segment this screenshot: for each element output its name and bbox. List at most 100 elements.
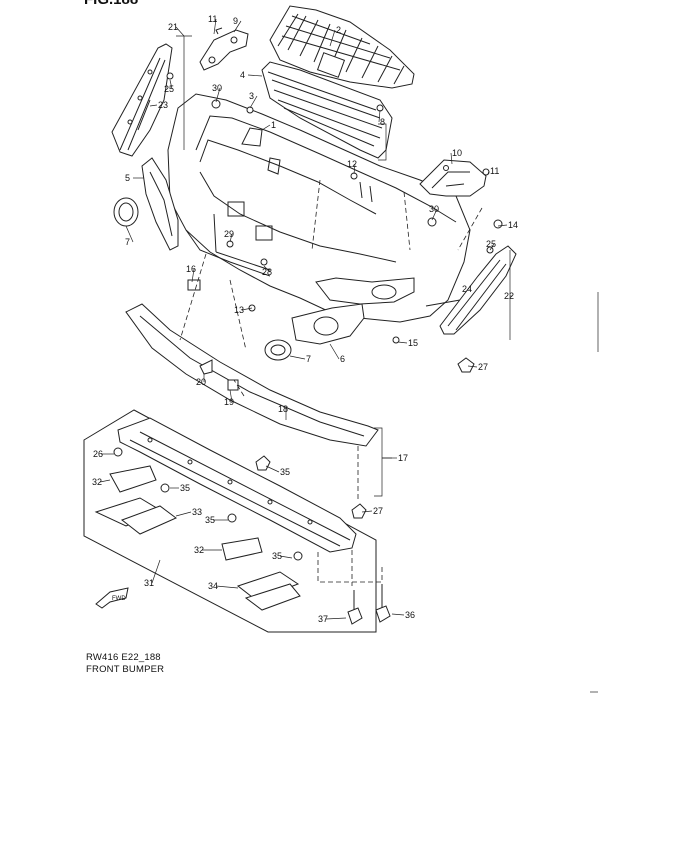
callout-number: 27 — [373, 506, 383, 516]
callout-number: 25 — [164, 84, 174, 94]
callout-leader — [265, 465, 280, 473]
callout-leader — [213, 18, 217, 35]
callout-number: 28 — [262, 267, 272, 277]
part-22-side-bracket — [439, 245, 517, 335]
callout-leader — [467, 365, 478, 368]
callout-number: 26 — [93, 449, 103, 459]
callout-number: 32 — [194, 545, 204, 555]
fasteners — [113, 72, 503, 625]
callout-leader — [289, 355, 306, 360]
callout-number: 6 — [340, 354, 345, 364]
callout-number: 13 — [234, 305, 244, 315]
callout-leader — [241, 307, 253, 311]
callout-leader — [450, 152, 453, 165]
part-31-reinforcement-assembly — [83, 409, 377, 633]
callout-leader — [191, 268, 195, 283]
callout-number: 35 — [180, 483, 190, 493]
callout-number: 35 — [205, 515, 215, 525]
part-2-upper-grille — [269, 5, 415, 89]
diagram-code: RW416 E22_188 — [86, 652, 161, 663]
callout-leader — [329, 343, 340, 360]
callout-number: 7 — [306, 354, 311, 364]
callout-number: 34 — [208, 581, 218, 591]
callout-number: 17 — [398, 453, 408, 463]
callout-leader — [229, 389, 233, 403]
callout-number: 35 — [272, 551, 282, 561]
callout-number: 1 — [271, 120, 276, 130]
callout-leader — [329, 29, 336, 47]
leader-17 — [374, 427, 392, 497]
callout-leader — [249, 95, 258, 109]
callout-leader — [361, 510, 373, 513]
callout-leader — [229, 233, 233, 243]
callout-number: 9 — [233, 16, 238, 26]
callout-leader — [149, 104, 158, 107]
callout-leader — [325, 617, 347, 620]
callout-number: 16 — [186, 264, 196, 274]
part-1-bumper-cover — [167, 93, 473, 323]
callout-leader — [175, 511, 192, 517]
callout-number: 18 — [278, 404, 288, 414]
callout-number: 37 — [318, 614, 328, 624]
part-16-clip — [187, 279, 201, 291]
callout-number: 33 — [192, 507, 202, 517]
callout-number: 21 — [168, 22, 178, 32]
callout-number: 4 — [240, 70, 245, 80]
callout-leader — [397, 341, 408, 344]
callout-number: 30 — [429, 204, 439, 214]
callout-leader — [233, 20, 242, 33]
part-9-bracket — [199, 27, 249, 71]
callout-number: 10 — [452, 148, 462, 158]
callout-number: 30 — [212, 83, 222, 93]
callout-number: 22 — [504, 291, 514, 301]
callout-leader — [353, 163, 356, 175]
callout-number: 35 — [280, 467, 290, 477]
callout-leader — [247, 74, 263, 77]
callout-leader — [215, 585, 239, 589]
callout-number: 3 — [249, 91, 254, 101]
callout-leader — [151, 559, 161, 584]
callout-leader — [215, 87, 221, 103]
callout-leader — [99, 479, 111, 483]
part-5-side-cover — [141, 157, 179, 251]
callout-number: 5 — [125, 173, 130, 183]
callout-number: 7 — [125, 237, 130, 247]
part-7-fog-lamp-right — [264, 339, 292, 361]
callout-number: 24 — [462, 284, 472, 294]
callout-number: 15 — [408, 338, 418, 348]
callout-leader — [169, 79, 173, 90]
callout-leader — [391, 613, 405, 616]
callout-number: 14 — [508, 220, 518, 230]
callout-leader — [378, 109, 381, 123]
callout-number: 29 — [224, 229, 234, 239]
callout-number: 11 — [208, 14, 217, 24]
callout-leader — [487, 170, 490, 175]
callout-leader — [263, 265, 271, 273]
fwd-label: FWD — [112, 596, 126, 602]
guide-lines — [179, 179, 483, 586]
callout-number: 12 — [347, 159, 357, 169]
callout-number: 25 — [486, 239, 496, 249]
callout-number: 32 — [92, 477, 102, 487]
callout-number: 19 — [224, 397, 234, 407]
part-20-clip — [199, 359, 213, 375]
callout-number: 31 — [144, 578, 154, 588]
callout-number: 11 — [490, 166, 499, 176]
leader-8 — [378, 123, 387, 161]
fwd-arrow: FWD — [95, 587, 129, 609]
part-21-side-bracket — [111, 43, 173, 157]
part-6-fog-bezel — [291, 303, 365, 345]
part-19-clip — [227, 379, 239, 391]
callout-number: 27 — [478, 362, 488, 372]
callout-number: 23 — [158, 100, 168, 110]
callout-leader — [431, 208, 438, 221]
callout-number: 8 — [380, 117, 385, 127]
diagram-title: FRONT BUMPER — [86, 664, 165, 675]
callout-leader — [175, 26, 185, 37]
callout-leader — [497, 224, 508, 227]
figure-title: FIG.188 — [84, 0, 138, 8]
callout-number: 36 — [405, 610, 415, 620]
